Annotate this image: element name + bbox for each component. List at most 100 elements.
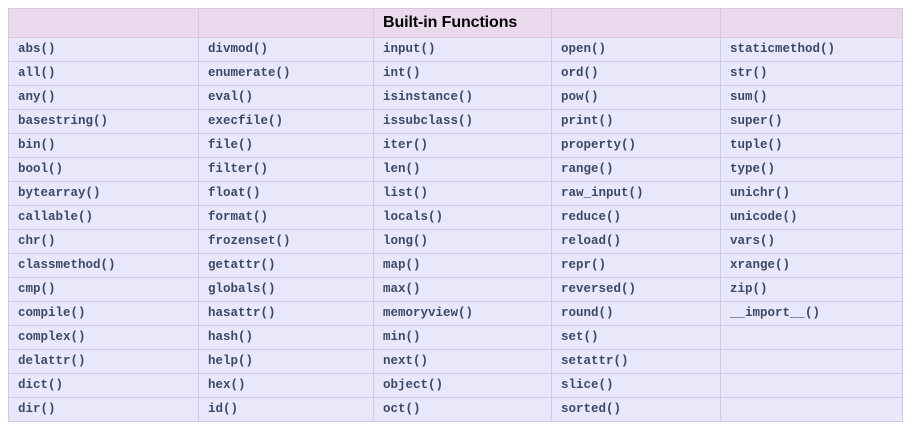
function-cell: cmp() bbox=[8, 277, 199, 302]
table-header-row: Built-in Functions bbox=[8, 8, 903, 38]
function-cell: basestring() bbox=[8, 109, 199, 134]
function-cell: unicode() bbox=[720, 205, 903, 230]
function-name: abs() bbox=[18, 42, 56, 56]
function-name: input() bbox=[383, 42, 436, 56]
function-cell: bool() bbox=[8, 157, 199, 182]
function-name: bool() bbox=[18, 162, 64, 176]
table-row: classmethod() getattr() map() repr() xra… bbox=[8, 253, 903, 278]
function-cell: tuple() bbox=[720, 133, 903, 158]
function-cell: id() bbox=[198, 397, 374, 422]
function-cell: float() bbox=[198, 181, 374, 206]
function-cell: any() bbox=[8, 85, 199, 110]
header-cell-0 bbox=[8, 8, 199, 38]
function-cell: filter() bbox=[198, 157, 374, 182]
function-cell: staticmethod() bbox=[720, 37, 903, 62]
function-name: issubclass() bbox=[383, 114, 474, 128]
function-cell: hex() bbox=[198, 373, 374, 398]
function-name: type() bbox=[730, 162, 776, 176]
function-cell: print() bbox=[551, 109, 721, 134]
function-name: staticmethod() bbox=[730, 42, 836, 56]
function-name: execfile() bbox=[208, 114, 284, 128]
function-name: id() bbox=[208, 402, 239, 416]
function-cell: set() bbox=[551, 325, 721, 350]
function-name: bytearray() bbox=[18, 186, 101, 200]
function-name: hash() bbox=[208, 330, 254, 344]
function-name: help() bbox=[208, 354, 254, 368]
builtin-functions-table-wrapper: Built-in Functions abs() divmod() input(… bbox=[8, 8, 903, 422]
function-cell: delattr() bbox=[8, 349, 199, 374]
function-cell: complex() bbox=[8, 325, 199, 350]
function-cell: setattr() bbox=[551, 349, 721, 374]
function-name: vars() bbox=[730, 234, 776, 248]
function-cell: input() bbox=[373, 37, 552, 62]
function-cell: list() bbox=[373, 181, 552, 206]
function-name: __import__() bbox=[730, 306, 821, 320]
function-cell: round() bbox=[551, 301, 721, 326]
function-cell: chr() bbox=[8, 229, 199, 254]
function-name: property() bbox=[561, 138, 637, 152]
function-name: classmethod() bbox=[18, 258, 116, 272]
function-name: print() bbox=[561, 114, 614, 128]
function-cell: range() bbox=[551, 157, 721, 182]
function-cell: len() bbox=[373, 157, 552, 182]
function-name: dir() bbox=[18, 402, 56, 416]
function-name: hasattr() bbox=[208, 306, 276, 320]
function-name: globals() bbox=[208, 282, 276, 296]
function-cell: isinstance() bbox=[373, 85, 552, 110]
function-name: eval() bbox=[208, 90, 254, 104]
function-cell: dir() bbox=[8, 397, 199, 422]
function-cell: ord() bbox=[551, 61, 721, 86]
function-name: max() bbox=[383, 282, 421, 296]
function-cell: int() bbox=[373, 61, 552, 86]
function-cell: file() bbox=[198, 133, 374, 158]
function-name: map() bbox=[383, 258, 421, 272]
table-row: any() eval() isinstance() pow() sum() bbox=[8, 85, 903, 110]
function-cell: issubclass() bbox=[373, 109, 552, 134]
function-name: str() bbox=[730, 66, 768, 80]
function-name: iter() bbox=[383, 138, 429, 152]
function-name: oct() bbox=[383, 402, 421, 416]
function-cell: object() bbox=[373, 373, 552, 398]
function-cell: enumerate() bbox=[198, 61, 374, 86]
function-name: sum() bbox=[730, 90, 768, 104]
function-name: setattr() bbox=[561, 354, 629, 368]
function-name: basestring() bbox=[18, 114, 109, 128]
function-name: next() bbox=[383, 354, 429, 368]
function-cell: vars() bbox=[720, 229, 903, 254]
function-name: callable() bbox=[18, 210, 94, 224]
function-cell: raw_input() bbox=[551, 181, 721, 206]
function-cell: all() bbox=[8, 61, 199, 86]
function-name: any() bbox=[18, 90, 56, 104]
function-name: locals() bbox=[383, 210, 444, 224]
function-cell: super() bbox=[720, 109, 903, 134]
function-name: slice() bbox=[561, 378, 614, 392]
function-name: delattr() bbox=[18, 354, 86, 368]
function-name: object() bbox=[383, 378, 444, 392]
function-cell: eval() bbox=[198, 85, 374, 110]
function-name: reload() bbox=[561, 234, 622, 248]
function-name: xrange() bbox=[730, 258, 791, 272]
builtin-functions-table: Built-in Functions abs() divmod() input(… bbox=[8, 8, 903, 422]
function-name: complex() bbox=[18, 330, 86, 344]
function-cell: xrange() bbox=[720, 253, 903, 278]
table-row: bytearray() float() list() raw_input() u… bbox=[8, 181, 903, 206]
function-cell: hasattr() bbox=[198, 301, 374, 326]
function-name: list() bbox=[383, 186, 429, 200]
function-name: unichr() bbox=[730, 186, 791, 200]
function-cell: globals() bbox=[198, 277, 374, 302]
table-row: all() enumerate() int() ord() str() bbox=[8, 61, 903, 86]
function-name: getattr() bbox=[208, 258, 276, 272]
function-cell: max() bbox=[373, 277, 552, 302]
function-cell: long() bbox=[373, 229, 552, 254]
function-name: format() bbox=[208, 210, 269, 224]
function-name: pow() bbox=[561, 90, 599, 104]
table-row: delattr() help() next() setattr() bbox=[8, 349, 903, 374]
function-cell: reversed() bbox=[551, 277, 721, 302]
function-name: hex() bbox=[208, 378, 246, 392]
function-cell: __import__() bbox=[720, 301, 903, 326]
function-cell: min() bbox=[373, 325, 552, 350]
function-cell: abs() bbox=[8, 37, 199, 62]
table-row: abs() divmod() input() open() staticmeth… bbox=[8, 37, 903, 62]
function-cell: oct() bbox=[373, 397, 552, 422]
